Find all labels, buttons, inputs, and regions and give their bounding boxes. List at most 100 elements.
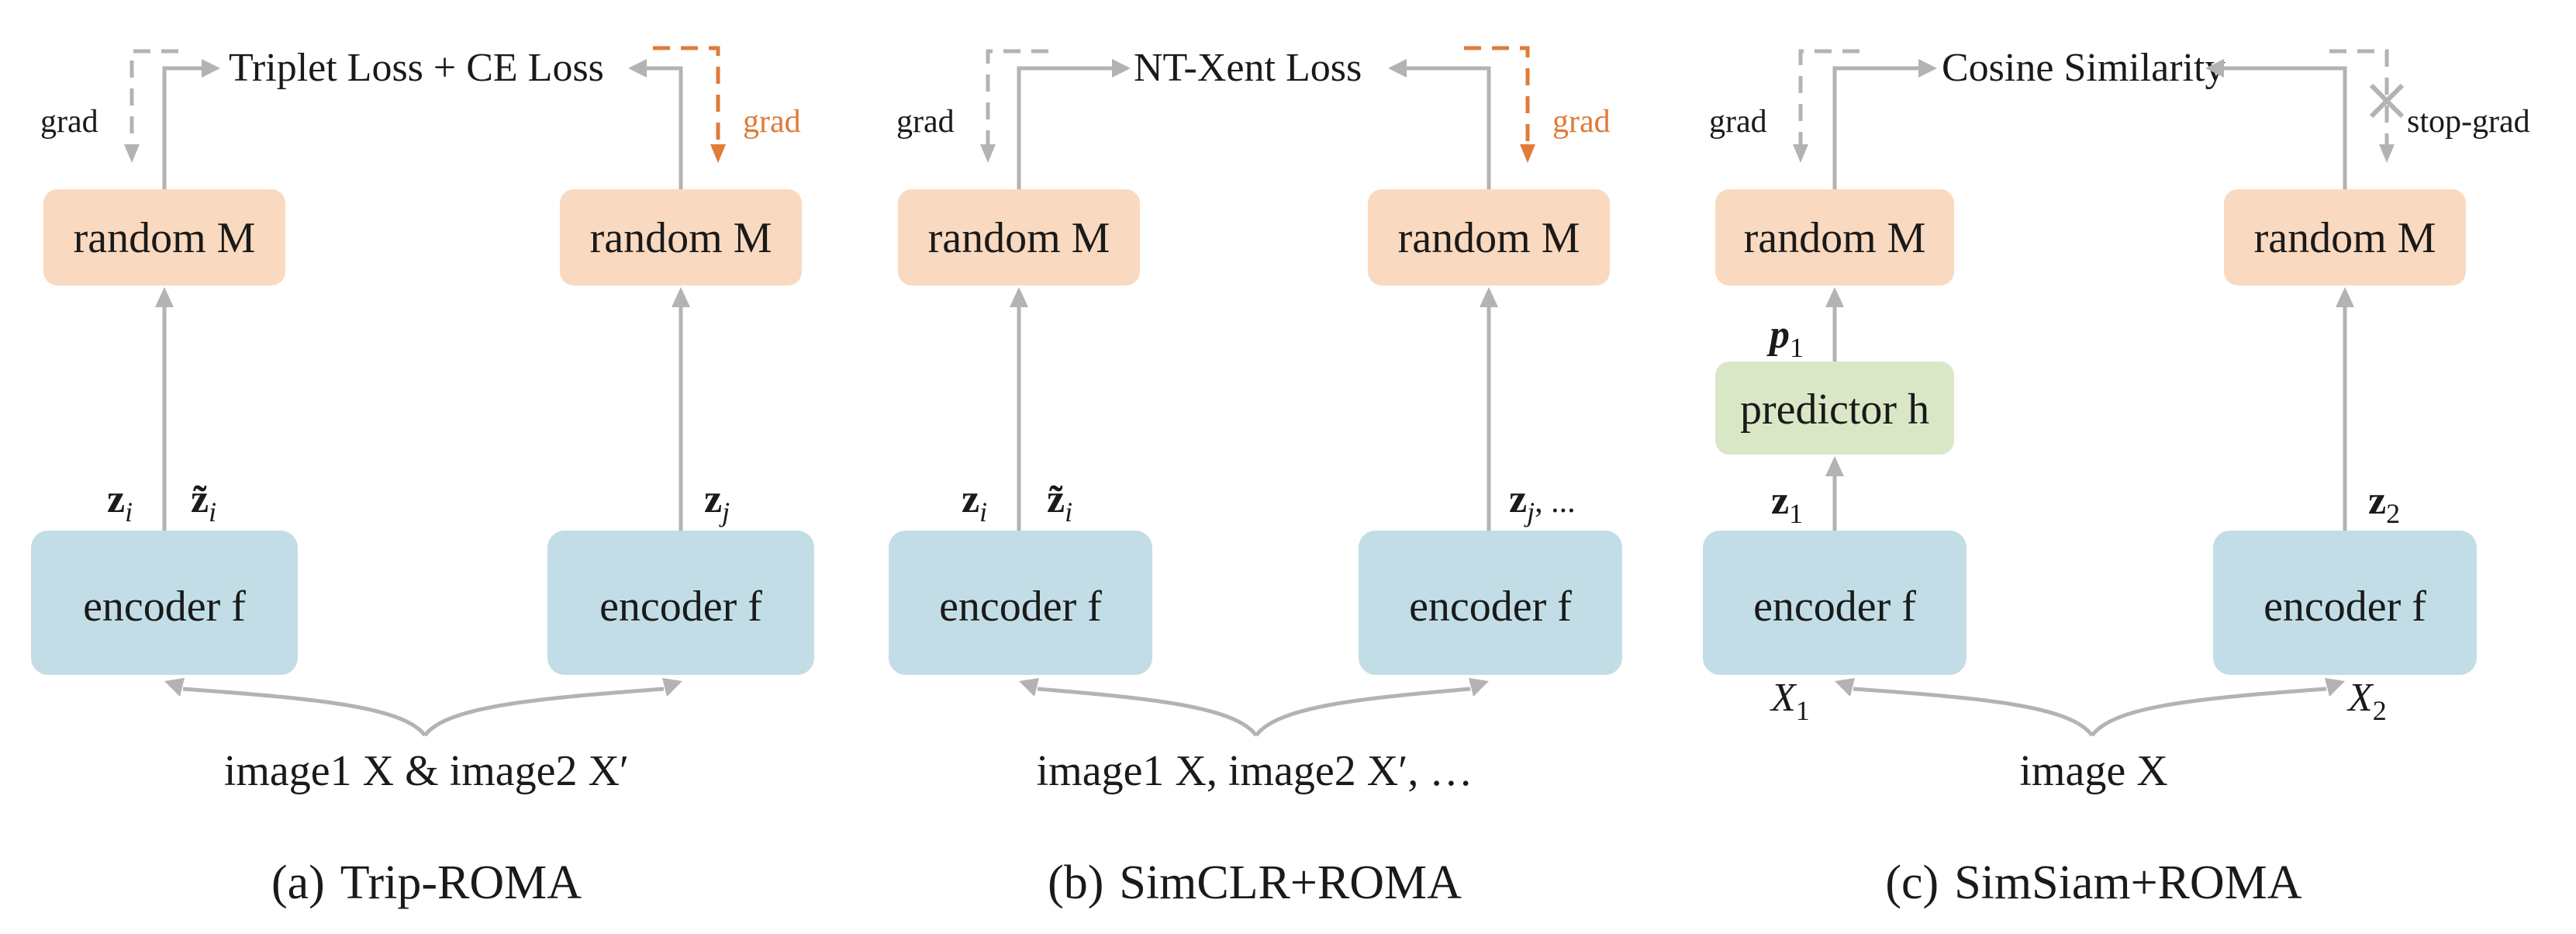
caption: (a)Trip-ROMA	[271, 856, 582, 909]
x1-label: X1	[1770, 676, 1810, 726]
x2-label: X2	[2346, 676, 2387, 726]
right-grad-dashed	[1464, 46, 1530, 147]
caption: (c)SimSiam+ROMA	[1885, 856, 2301, 909]
arrow-head	[710, 144, 726, 163]
right-projection-box	[560, 189, 802, 285]
arrow-head	[202, 59, 220, 78]
arrow-head	[662, 678, 682, 697]
z-tilde-i-label: z̃i	[191, 477, 216, 528]
z-tilde-i-label: z̃i	[1047, 477, 1072, 528]
arrow-head	[1388, 59, 1407, 78]
caption: (b)SimCLR+ROMA	[1048, 856, 1462, 909]
left-grad-dashed	[1798, 49, 1859, 147]
right-projection-label: random M	[590, 214, 772, 262]
arrow-head	[1793, 144, 1808, 163]
arrow-head	[672, 287, 690, 307]
panel-simclr-roma: NT-Xent Loss grad grad random M random M…	[889, 46, 1622, 909]
right-stop-grad-label: stop-grad	[2407, 104, 2530, 140]
left-projection-label: random M	[1744, 214, 1926, 262]
arrow-head	[1112, 59, 1131, 78]
right-to-loss-arrow	[2222, 66, 2347, 189]
z-i-label: zi	[107, 477, 133, 528]
right-stop-grad-dashed	[2329, 49, 2389, 147]
left-grad-label: grad	[40, 104, 98, 140]
left-encoder-label: encoder f	[1753, 583, 1916, 631]
predictor-label: predictor h	[1740, 386, 1929, 434]
right-to-loss-arrow	[645, 66, 683, 189]
right-grad-label: grad	[1552, 104, 1611, 140]
left-projection-box	[43, 189, 285, 285]
arrow-head	[2325, 678, 2345, 697]
arrow-head	[124, 144, 140, 163]
left-to-loss-arrow	[1017, 66, 1114, 189]
arrow-head	[1918, 59, 1937, 78]
input-brace-left	[1853, 687, 2094, 737]
right-encoder-box	[2213, 531, 2477, 675]
loss-label: Triplet Loss + CE Loss	[229, 46, 604, 90]
arrow-head	[1469, 678, 1489, 697]
input-label: image1 X, image2 X′, …	[1037, 747, 1473, 795]
right-encoder-label: encoder f	[599, 583, 762, 631]
loss-label: Cosine Similarity	[1942, 46, 2225, 90]
arrow-head	[155, 287, 174, 307]
left-encoder-box	[31, 531, 298, 675]
input-brace-right	[423, 687, 665, 737]
right-projection-label: random M	[1398, 214, 1580, 262]
z2-label: z2	[2368, 479, 2400, 529]
right-encoder-box	[1359, 531, 1622, 675]
arrow-head	[1010, 287, 1028, 307]
p1-label: p1	[1766, 313, 1804, 363]
z-i-label: zi	[962, 477, 987, 528]
left-encoder-label: encoder f	[83, 583, 246, 631]
left-projection-label: random M	[74, 214, 256, 262]
left-encoder-box	[889, 531, 1152, 675]
arrow-head	[1835, 678, 1855, 697]
left-projection-label: random M	[928, 214, 1110, 262]
left-to-loss-arrow	[162, 66, 203, 189]
arrow-head	[1825, 287, 1844, 307]
right-projection-box	[1368, 189, 1610, 285]
right-grad-label: grad	[743, 104, 801, 140]
arrow-head	[1825, 456, 1844, 476]
right-encoder-label: encoder f	[1409, 583, 1572, 631]
left-encoder-label: encoder f	[939, 583, 1102, 631]
arrow-head	[164, 678, 185, 697]
left-grad-label: grad	[1709, 104, 1767, 140]
arrow-head	[1019, 678, 1039, 697]
z1-label: z1	[1771, 479, 1803, 529]
arrow-head	[2205, 59, 2224, 78]
right-projection-box	[2224, 189, 2466, 285]
panel-trip-roma: Triplet Loss + CE Loss grad grad random …	[31, 46, 814, 909]
left-grad-dashed	[129, 49, 178, 147]
right-projection-label: random M	[2254, 214, 2436, 262]
right-encoder-box	[547, 531, 814, 675]
loss-label: NT-Xent Loss	[1134, 46, 1362, 90]
left-encoder-box	[1703, 531, 1967, 675]
left-grad-dashed	[986, 49, 1048, 147]
panel-simsiam-roma: Cosine Similarity grad stop-grad random …	[1703, 46, 2530, 909]
left-projection-box	[898, 189, 1140, 285]
input-brace-right	[2090, 687, 2327, 737]
predictor-box	[1715, 361, 1954, 455]
arrow-head	[2336, 287, 2354, 307]
arrow-head	[1480, 287, 1498, 307]
arrow-head	[1520, 144, 1535, 163]
stop-grad-cross-icon	[2369, 83, 2405, 119]
left-grad-label: grad	[896, 104, 955, 140]
right-to-loss-arrow	[1405, 66, 1491, 189]
input-brace-left	[1037, 687, 1259, 737]
input-brace-left	[182, 687, 427, 737]
left-projection-box	[1715, 189, 1954, 285]
input-brace-right	[1254, 687, 1471, 737]
input-label: image1 X & image2 X′	[224, 747, 629, 795]
arrow-head	[2379, 144, 2395, 163]
right-grad-dashed	[653, 46, 720, 147]
input-label: image X	[2019, 747, 2167, 795]
right-encoder-label: encoder f	[2263, 583, 2426, 631]
left-to-loss-arrow	[1832, 66, 1920, 189]
z-j-label: zj, ...	[1509, 477, 1576, 528]
z-j-label: zj	[704, 477, 730, 528]
arrow-head	[628, 59, 647, 78]
arrow-head	[980, 144, 996, 163]
